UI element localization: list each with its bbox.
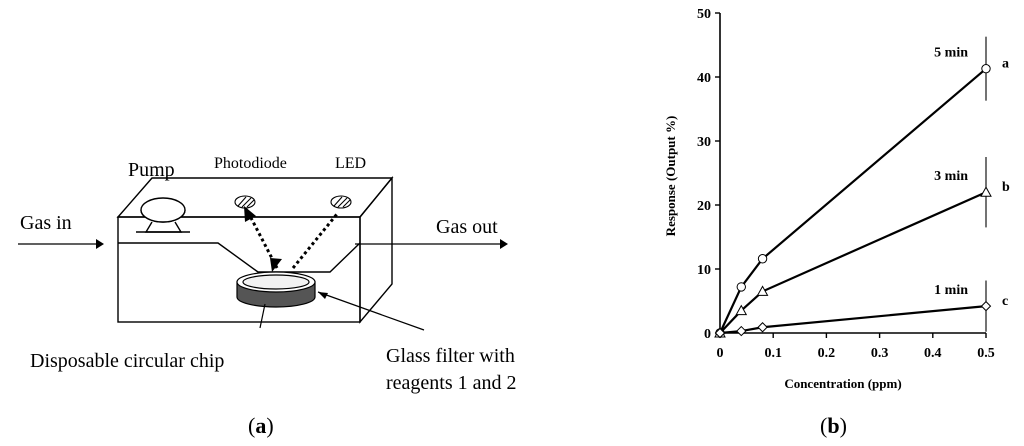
chart-axes: 0 10 20 30 40 50 0 0.1 0.2 0.3 0.4 0.5 bbox=[697, 7, 995, 361]
series-curve-label: c bbox=[1002, 294, 1008, 309]
box-front-face bbox=[117, 216, 361, 323]
light-arrowhead bbox=[244, 206, 256, 222]
series-time-label: 3 min bbox=[934, 169, 968, 184]
led-label: LED bbox=[335, 155, 366, 172]
y-tick-label: 50 bbox=[697, 7, 711, 22]
data-point bbox=[980, 186, 992, 197]
gas-in-label: Gas in bbox=[20, 212, 72, 234]
chip-pointer bbox=[259, 303, 266, 329]
series-c: 1 min c bbox=[714, 280, 1008, 339]
series-b: 3 min b bbox=[714, 157, 1010, 338]
data-point bbox=[736, 282, 746, 292]
pump-icon bbox=[136, 197, 190, 233]
series-curve-label: b bbox=[1002, 180, 1010, 195]
x-tick-label: 0.2 bbox=[818, 346, 836, 361]
data-point bbox=[714, 327, 726, 339]
x-tick-label: 0.3 bbox=[871, 346, 889, 361]
series-time-label: 1 min bbox=[934, 283, 968, 298]
chip-label: Disposable circular chip bbox=[30, 350, 224, 372]
data-point bbox=[981, 63, 991, 74]
y-axis-label: Response (Output %) bbox=[663, 116, 678, 237]
photodiode-label: Photodiode bbox=[214, 155, 287, 172]
filter-label-line1: Glass filter with bbox=[386, 345, 515, 367]
gas-channel bbox=[118, 242, 361, 273]
light-path bbox=[247, 213, 339, 269]
data-point bbox=[757, 322, 768, 333]
led-icon bbox=[330, 195, 352, 209]
data-point bbox=[735, 304, 748, 316]
series-line bbox=[719, 191, 987, 334]
box-side-face bbox=[359, 176, 393, 324]
y-tick-label: 20 bbox=[697, 199, 711, 214]
y-tick-label: 10 bbox=[697, 263, 711, 278]
chart-series: 5 min a 3 min b 1 min c bbox=[714, 36, 1010, 339]
x-tick-label: 0.4 bbox=[924, 346, 942, 361]
filter-pointer bbox=[317, 291, 425, 331]
data-point bbox=[756, 285, 769, 296]
data-point bbox=[980, 300, 992, 312]
gas-out-label: Gas out bbox=[436, 216, 498, 238]
sensor-schematic-diagram: Pump Photodiode LED Gas in Gas out Dispo… bbox=[18, 155, 517, 394]
x-tick-label: 0 bbox=[717, 346, 724, 361]
response-chart: 0 10 20 30 40 50 0 0.1 0.2 0.3 0.4 0.5 5 min a 3 min b… bbox=[663, 7, 1010, 391]
photodiode-icon bbox=[234, 195, 256, 209]
filter-label-line2: reagents 1 and 2 bbox=[386, 372, 517, 394]
y-tick-label: 0 bbox=[704, 327, 711, 342]
disposable-chip-icon bbox=[236, 271, 316, 308]
series-a: 5 min a bbox=[715, 36, 1009, 338]
series-line bbox=[719, 67, 987, 334]
x-tick-label: 0.5 bbox=[977, 346, 995, 361]
series-curve-label: a bbox=[1002, 57, 1009, 72]
panel-b-label: (b) bbox=[820, 413, 847, 438]
y-tick-label: 30 bbox=[697, 135, 711, 150]
x-axis-label: Concentration (ppm) bbox=[784, 376, 901, 391]
data-point bbox=[757, 254, 768, 264]
data-point bbox=[736, 325, 747, 337]
light-arrowhead bbox=[270, 258, 282, 272]
x-tick-label: 0.1 bbox=[764, 346, 782, 361]
panel-a-label: (a) bbox=[248, 413, 274, 438]
y-tick-label: 40 bbox=[697, 71, 711, 86]
pump-label: Pump bbox=[128, 159, 175, 181]
series-time-label: 5 min bbox=[934, 46, 968, 61]
series-line bbox=[719, 305, 987, 335]
